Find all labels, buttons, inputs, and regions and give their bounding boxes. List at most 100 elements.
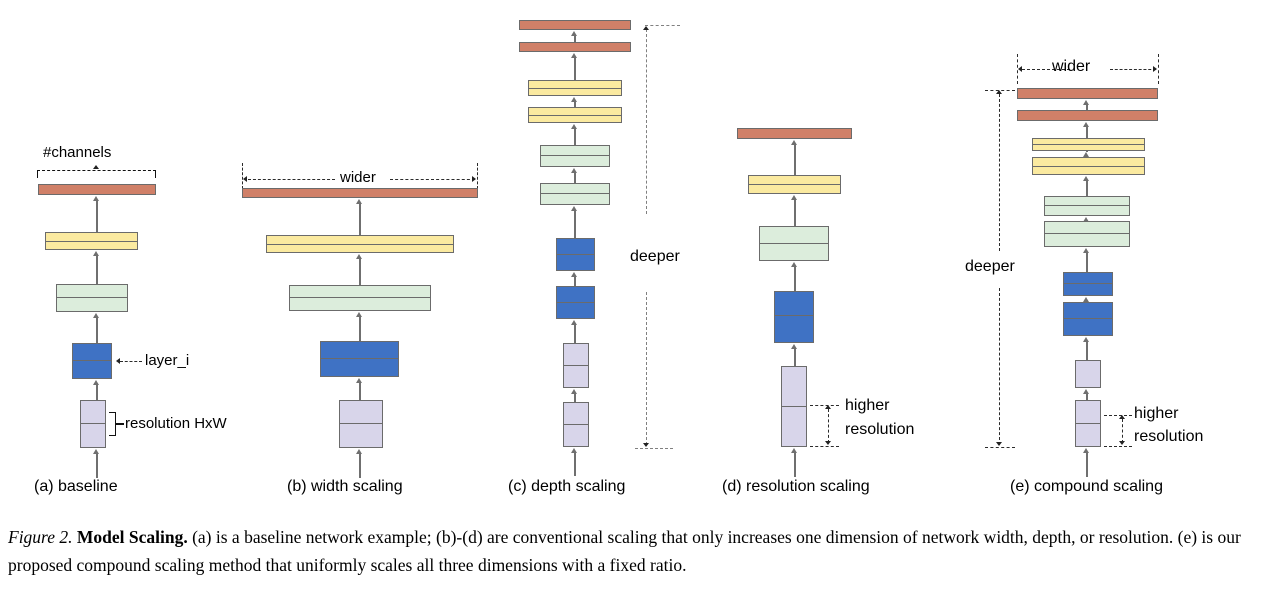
block-red	[1017, 110, 1158, 121]
block-divider	[529, 114, 621, 116]
block-lavender	[339, 400, 383, 448]
block-blue	[1063, 272, 1113, 296]
layer-annotation-arrow-icon	[116, 358, 120, 364]
connector	[574, 276, 576, 286]
arrow-icon	[571, 31, 577, 36]
connector	[574, 128, 576, 150]
block-divider	[760, 243, 828, 244]
arrow-icon	[1083, 176, 1089, 181]
connector	[96, 317, 98, 343]
higher-res-top-line-d	[810, 405, 839, 406]
arrow-icon	[1083, 297, 1089, 302]
block-divider	[1064, 283, 1112, 284]
arrow-icon	[791, 195, 797, 200]
block-lavender	[563, 402, 589, 447]
block-yellow	[1032, 157, 1145, 175]
wider-left-guide-e	[1017, 54, 1018, 84]
block-yellow	[748, 175, 841, 194]
deeper-arrow-down-icon-c	[643, 443, 649, 447]
arrow-icon	[571, 53, 577, 58]
arrow-icon	[791, 448, 797, 453]
higher-res-guide-d	[828, 409, 829, 443]
model-scaling-figure: #channels layer_i	[34, 20, 1203, 495]
arrow-icon	[571, 168, 577, 173]
block-divider	[81, 423, 105, 424]
figure-caption-text: (a) is a baseline network example; (b)-(…	[8, 527, 1241, 575]
block-red	[1017, 88, 1158, 99]
connector	[359, 316, 361, 341]
block-divider	[564, 424, 588, 425]
figure-caption: Figure 2. Model Scaling. (a) is a baseli…	[8, 524, 1276, 579]
block-yellow	[45, 232, 138, 250]
block-lavender	[1075, 400, 1101, 447]
annotation-layer-label: layer_i	[145, 352, 190, 369]
block-blue	[556, 286, 595, 319]
connector	[359, 203, 361, 235]
annotation-channels-label: #channels	[43, 144, 112, 161]
figure-title: Model Scaling.	[76, 527, 188, 547]
connector	[574, 57, 576, 85]
wider-arrow-left-icon-e	[1018, 66, 1022, 72]
connector	[96, 255, 98, 284]
block-blue	[556, 238, 595, 271]
block-yellow	[528, 80, 622, 96]
arrow-icon	[93, 313, 99, 318]
block-divider	[1045, 233, 1129, 234]
annotation-deeper-label-c: deeper	[630, 248, 680, 265]
arrow-icon	[1083, 248, 1089, 253]
arrow-icon	[1083, 337, 1089, 342]
block-divider	[749, 184, 840, 185]
block-divider	[340, 423, 382, 424]
block-green	[289, 285, 431, 311]
arrow-icon	[93, 449, 99, 454]
wider-arrow-left-icon	[243, 176, 247, 182]
deeper-bottom-cap-e	[985, 447, 1015, 448]
panel-caption-a: (a) baseline	[34, 478, 118, 495]
wider-arrow-right-icon-e	[1153, 66, 1157, 72]
block-red	[519, 42, 631, 52]
connector	[794, 452, 796, 477]
block-blue	[774, 291, 814, 343]
block-divider	[557, 254, 594, 255]
block-divider	[1064, 318, 1112, 319]
block-divider	[541, 193, 609, 194]
block-red	[737, 128, 852, 139]
arrow-icon	[93, 196, 99, 201]
channels-bracket	[37, 170, 156, 178]
wider-arrow-line-left	[248, 179, 335, 180]
arrow-icon	[571, 320, 577, 325]
arrow-icon	[571, 272, 577, 277]
annotation-wider-label-e: wider	[1052, 58, 1091, 75]
wider-right-guide	[477, 163, 478, 189]
deeper-guide-lower-c	[646, 292, 647, 445]
wider-arrow-line-left-e	[1022, 69, 1070, 70]
connector	[794, 348, 796, 366]
block-divider	[1076, 423, 1100, 424]
layer-annotation-line	[120, 361, 142, 362]
deeper-bottom-cap-c	[635, 448, 673, 449]
connector	[574, 172, 576, 183]
block-yellow	[528, 107, 622, 123]
block-lavender	[80, 400, 106, 448]
block-divider	[290, 297, 430, 298]
channels-bracket-arrow-icon	[93, 165, 99, 169]
annotation-deeper-label-e: deeper	[965, 258, 1015, 275]
annotation-higher-label-d: higher	[845, 397, 890, 414]
block-divider	[57, 297, 127, 298]
block-divider	[1033, 165, 1144, 167]
block-green	[759, 226, 829, 261]
arrow-icon	[1083, 152, 1089, 157]
annotation-higher-label-e: higher	[1134, 405, 1179, 422]
arrow-icon	[791, 140, 797, 145]
higher-res-bottom-line-e	[1104, 446, 1132, 447]
block-lavender	[1075, 360, 1101, 388]
block-green	[56, 284, 128, 312]
connector	[359, 258, 361, 285]
block-blue	[72, 343, 112, 379]
panel-caption-c: (c) depth scaling	[508, 478, 626, 495]
higher-res-arrow-down-icon-e	[1119, 441, 1125, 445]
higher-res-guide-e	[1122, 419, 1123, 443]
higher-res-bottom-line-d	[810, 446, 839, 447]
block-green	[1044, 221, 1130, 247]
higher-res-arrow-down-icon-d	[825, 441, 831, 445]
